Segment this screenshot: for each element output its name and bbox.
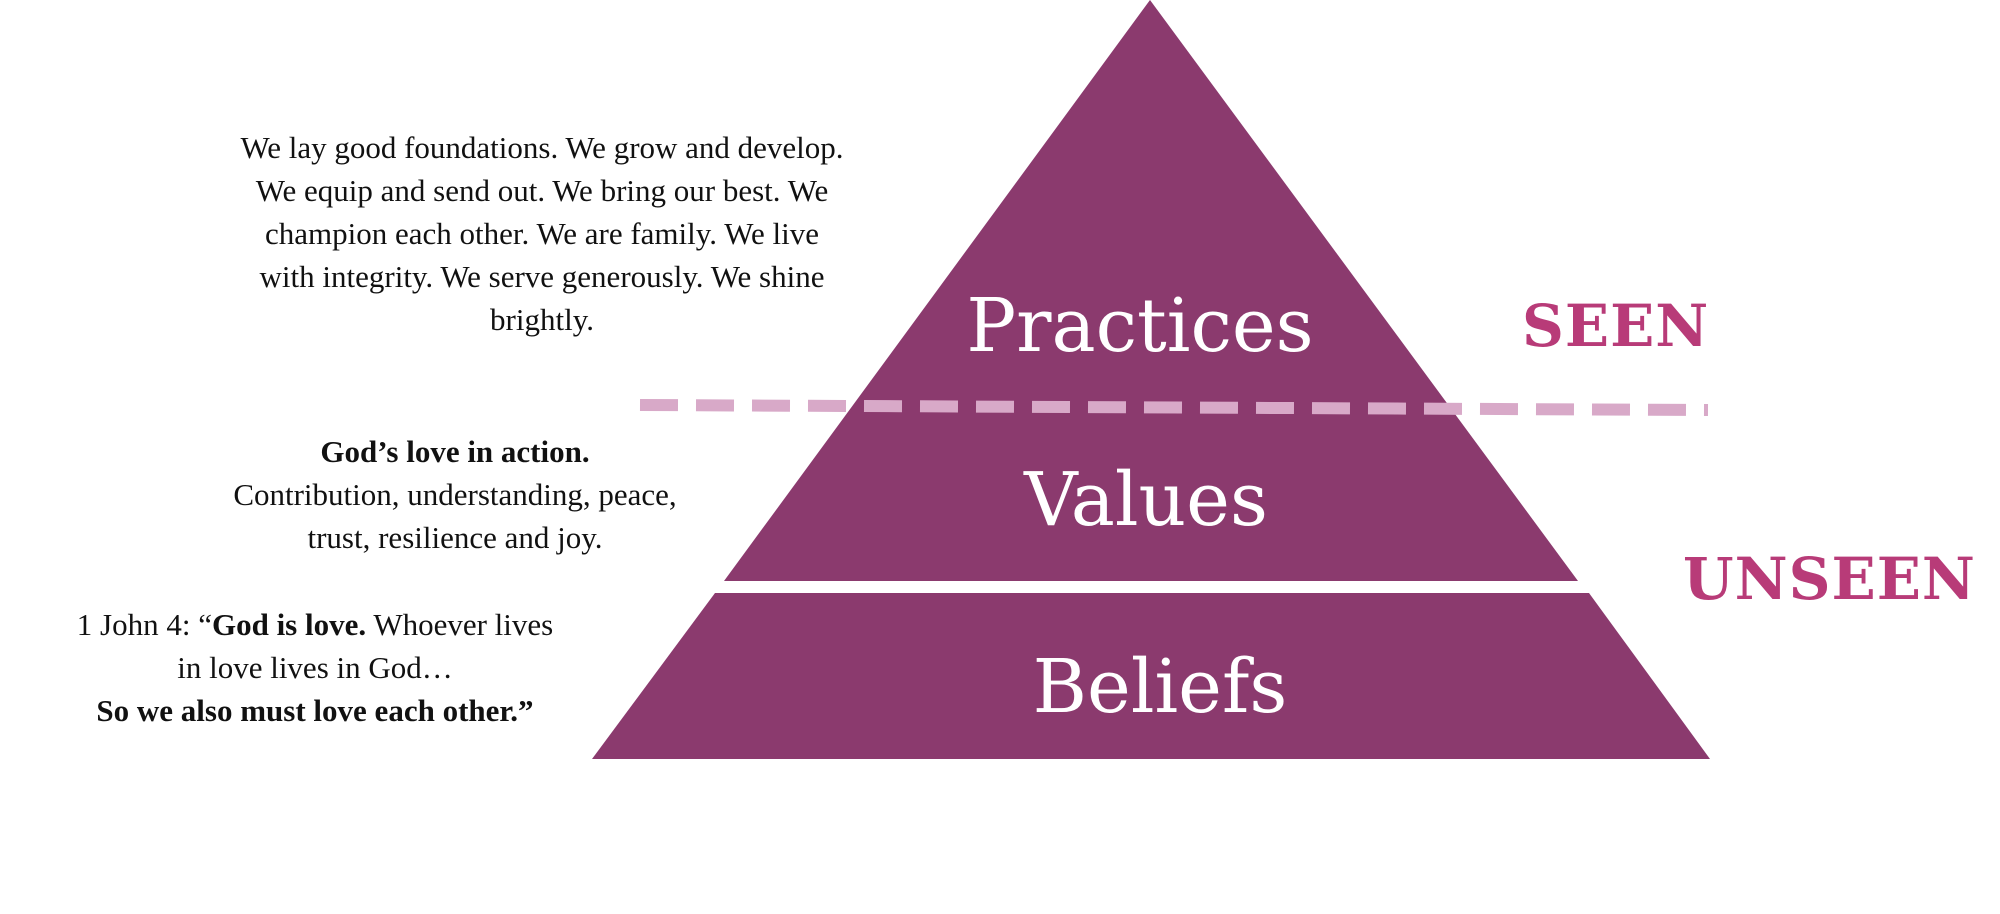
pyramid-beliefs-section — [592, 593, 1710, 759]
practices-line-5: brightly. — [490, 302, 594, 337]
beliefs-line-1: 1 John 4: “God is love. Whoever lives — [76, 607, 554, 642]
seen-unseen-divider — [639, 399, 1709, 416]
values-heading: God’s love in action. — [320, 434, 590, 469]
beliefs-line-3: So we also must love each other.” — [96, 693, 534, 728]
tier-label-beliefs: Beliefs — [1033, 644, 1288, 730]
values-description: God’s love in action. Contribution, unde… — [160, 430, 750, 559]
practices-description: We lay good foundations. We grow and dev… — [150, 126, 934, 341]
beliefs-line-2: in love lives in God… — [177, 650, 453, 685]
beliefs-description: 1 John 4: “God is love. Whoever lives in… — [20, 603, 610, 732]
tier-label-practices: Practices — [966, 283, 1313, 369]
practices-line-3: champion each other. We are family. We l… — [265, 216, 819, 251]
seen-label: SEEN — [1522, 292, 1710, 360]
unseen-label: UNSEEN — [1683, 545, 1976, 613]
practices-line-4: with integrity. We serve generously. We … — [259, 259, 825, 294]
values-line-1: Contribution, understanding, peace, — [233, 477, 677, 512]
tier-label-values: Values — [1023, 457, 1268, 543]
values-line-2: trust, resilience and joy. — [307, 520, 603, 555]
practices-line-1: We lay good foundations. We grow and dev… — [240, 130, 844, 165]
practices-line-2: We equip and send out. We bring our best… — [255, 173, 829, 208]
pyramid-upper-section — [724, 0, 1578, 581]
